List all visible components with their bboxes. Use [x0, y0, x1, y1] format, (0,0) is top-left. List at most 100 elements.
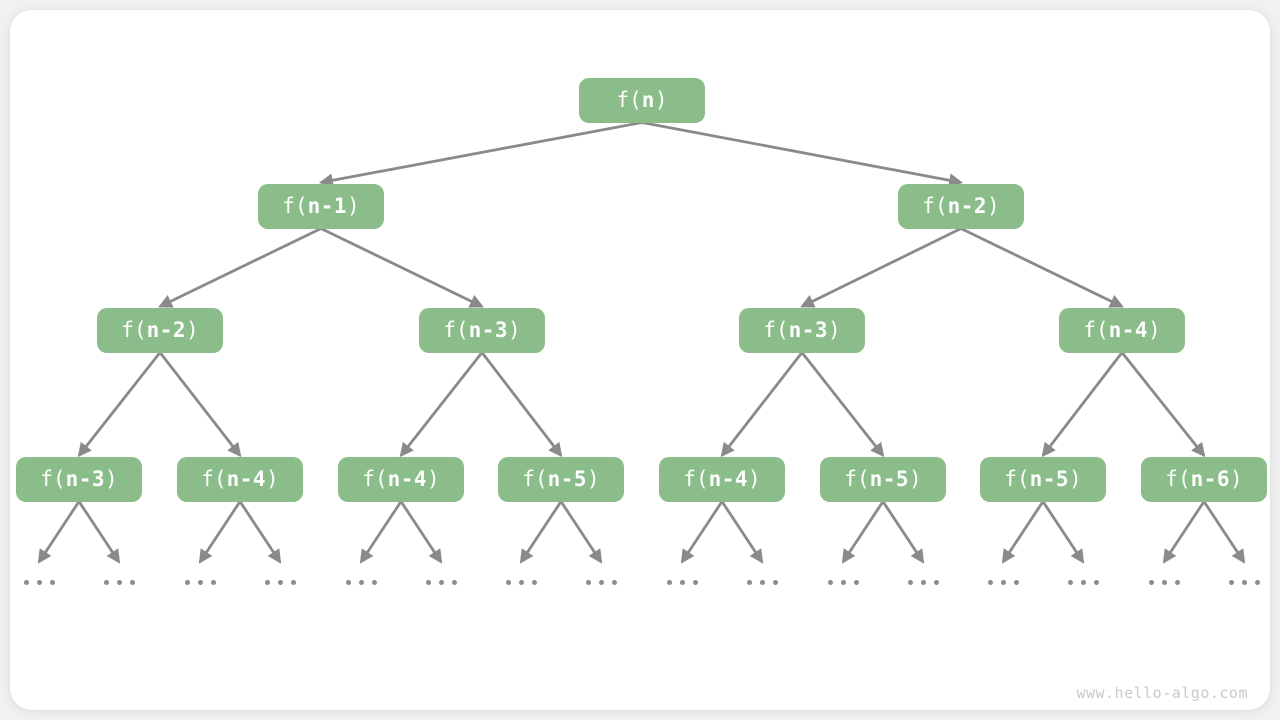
node-label-arg: n-2	[146, 317, 187, 342]
ellipsis-dot	[506, 580, 511, 585]
ellipsis-dot	[265, 580, 270, 585]
ellipsis-dot	[346, 580, 351, 585]
ellipsis-leaf	[586, 580, 617, 585]
ellipsis-leaf	[265, 580, 296, 585]
node-label-post: )	[748, 466, 761, 491]
tree-node-n1: f(n-1)	[258, 183, 384, 229]
node-label-pre: f(	[121, 317, 147, 342]
ellipsis-leaf	[1068, 580, 1099, 585]
tree-node-n1b2: f(n-5)	[498, 456, 624, 502]
ellipsis-leaf	[828, 580, 859, 585]
node-label-post: )	[828, 317, 841, 342]
node-label-pre: f(	[616, 87, 642, 112]
node-label-post: )	[1069, 466, 1082, 491]
ellipsis-dot	[426, 580, 431, 585]
tree-node-n2a: f(n-3)	[739, 307, 865, 353]
tree-node-n2a1: f(n-4)	[659, 456, 785, 502]
ellipsis-dot	[773, 580, 778, 585]
ellipsis-dot	[130, 580, 135, 585]
node-label-pre: f(	[1165, 466, 1191, 491]
tree-node-n1b1: f(n-4)	[338, 456, 464, 502]
ellipsis-dot	[532, 580, 537, 585]
node-label-arg: n-5	[547, 466, 588, 491]
tree-node-n1a: f(n-2)	[97, 307, 223, 353]
node-label-post: )	[105, 466, 118, 491]
node-label-pre: f(	[40, 466, 66, 491]
ellipsis-leaf	[24, 580, 55, 585]
node-label-arg: n-3	[788, 317, 829, 342]
node-label-pre: f(	[1083, 317, 1109, 342]
ellipsis-dot	[1081, 580, 1086, 585]
tree-node-n2b: f(n-4)	[1059, 307, 1185, 353]
node-label-pre: f(	[362, 466, 388, 491]
ellipsis-dot	[1162, 580, 1167, 585]
node-label-post: )	[266, 466, 279, 491]
ellipsis-dot	[1149, 580, 1154, 585]
ellipsis-leaf	[506, 580, 537, 585]
tree-node-n1a1: f(n-3)	[16, 456, 142, 502]
node-label-arg: n-6	[1190, 466, 1231, 491]
node-label-pre: f(	[922, 193, 948, 218]
node-label-arg: n-3	[65, 466, 106, 491]
node-label-arg: n-3	[468, 317, 509, 342]
node-label-arg: n	[641, 87, 655, 112]
ellipsis-dot	[908, 580, 913, 585]
ellipsis-dot	[988, 580, 993, 585]
ellipsis-dot	[359, 580, 364, 585]
ellipsis-dot	[828, 580, 833, 585]
ellipsis-dot	[1242, 580, 1247, 585]
tree-node-n2: f(n-2)	[898, 183, 1024, 229]
ellipsis-dot	[1014, 580, 1019, 585]
node-label-pre: f(	[1004, 466, 1030, 491]
ellipsis-leaf	[426, 580, 457, 585]
ellipsis-dot	[211, 580, 216, 585]
watermark: www.hello-algo.com	[1076, 684, 1248, 702]
ellipsis-dot	[693, 580, 698, 585]
node-label-post: )	[1230, 466, 1243, 491]
ellipsis-leaf	[1229, 580, 1260, 585]
ellipsis-dot	[747, 580, 752, 585]
ellipsis-leaf	[185, 580, 216, 585]
ellipsis-leaf	[667, 580, 698, 585]
node-label-post: )	[909, 466, 922, 491]
ellipsis-dot	[278, 580, 283, 585]
ellipsis-dot	[1229, 580, 1234, 585]
ellipsis-leaf	[1149, 580, 1180, 585]
ellipsis-leaf	[346, 580, 377, 585]
node-label-post: )	[508, 317, 521, 342]
tree-node-n: f(n)	[579, 77, 705, 123]
ellipsis-leaf	[988, 580, 1019, 585]
ellipsis-dot	[117, 580, 122, 585]
node-label-pre: f(	[763, 317, 789, 342]
node-label-pre: f(	[522, 466, 548, 491]
ellipsis-dot	[921, 580, 926, 585]
node-label-arg: n-4	[708, 466, 749, 491]
ellipsis-dot	[854, 580, 859, 585]
node-label-arg: n-2	[947, 193, 988, 218]
ellipsis-dot	[50, 580, 55, 585]
ellipsis-dot	[372, 580, 377, 585]
ellipsis-leaf	[104, 580, 135, 585]
node-label-post: )	[347, 193, 360, 218]
ellipsis-dot	[198, 580, 203, 585]
tree-node-n2b2: f(n-6)	[1141, 456, 1267, 502]
tree-node-n1b: f(n-3)	[419, 307, 545, 353]
node-label-arg: n-4	[1108, 317, 1149, 342]
node-label-arg: n-5	[1029, 466, 1070, 491]
ellipsis-dot	[452, 580, 457, 585]
ellipsis-dot	[1094, 580, 1099, 585]
node-label-arg: n-1	[307, 193, 348, 218]
ellipsis-dot	[519, 580, 524, 585]
ellipsis-dot	[667, 580, 672, 585]
ellipsis-dot	[291, 580, 296, 585]
node-label-post: )	[654, 87, 668, 112]
node-label-post: )	[427, 466, 440, 491]
ellipsis-dot	[599, 580, 604, 585]
ellipsis-dot	[24, 580, 29, 585]
ellipsis-dot	[1255, 580, 1260, 585]
node-label-arg: n-5	[869, 466, 910, 491]
tree-node-n2a2: f(n-5)	[820, 456, 946, 502]
node-label-post: )	[1148, 317, 1161, 342]
ellipsis-dot	[37, 580, 42, 585]
